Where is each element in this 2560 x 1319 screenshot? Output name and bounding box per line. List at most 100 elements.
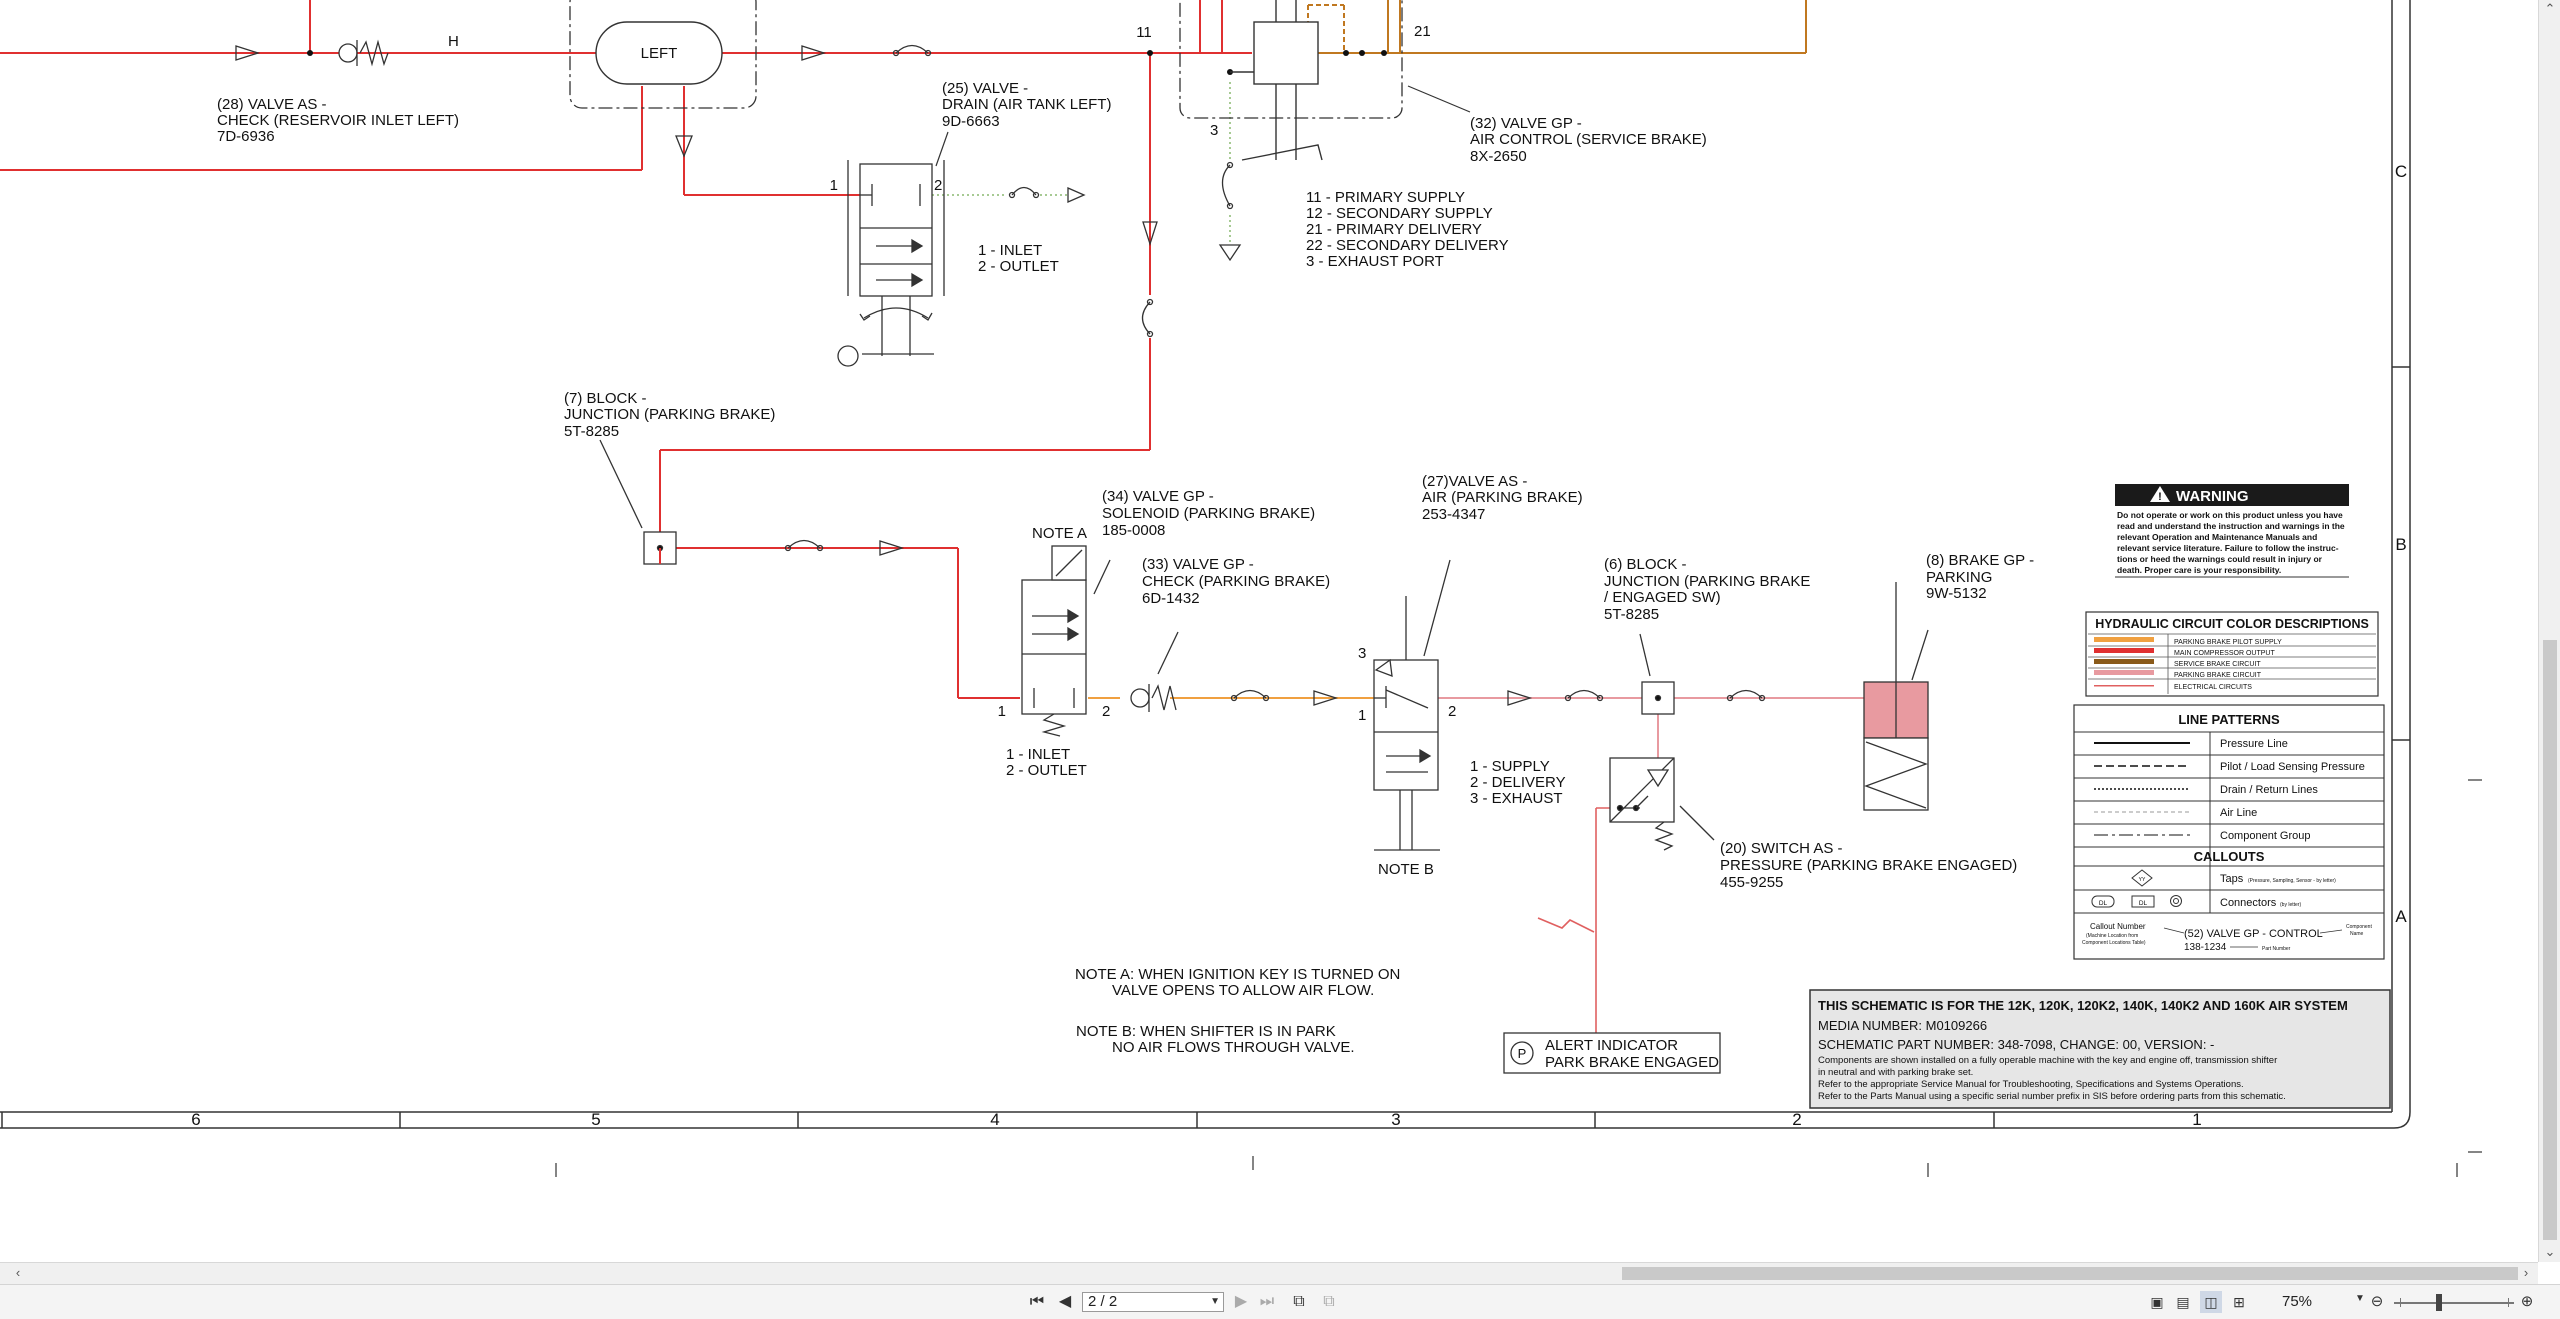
vertical-scroll-thumb[interactable]	[2543, 640, 2557, 1240]
insert-pages-icon[interactable]: ⧉	[1323, 1293, 1335, 1310]
label-valve-27-b: AIR (PARKING BRAKE)	[1422, 489, 1583, 506]
zoom-dropdown-icon[interactable]: ▼	[2355, 1293, 2365, 1304]
solenoid-port-2: 2	[1102, 703, 1110, 720]
quick-couplers	[784, 44, 1766, 702]
horizontal-scrollbar[interactable]: ‹ ›	[0, 1262, 2538, 1284]
continuous-view-icon[interactable]: ▤	[2176, 1294, 2190, 1310]
last-page-icon[interactable]: ⏭	[1259, 1293, 1275, 1310]
taps-note: (Pressure, Sampling, Sensor - by letter)	[2248, 878, 2336, 884]
zone-3: 3	[1391, 1110, 1400, 1129]
scroll-up-icon[interactable]: ⌃	[2544, 1, 2556, 16]
page-number-value: 2 / 2	[1088, 1293, 1118, 1310]
label-valve-28-a: (28) VALVE AS -	[217, 96, 327, 113]
page-dropdown-icon[interactable]: ▼	[1210, 1296, 1220, 1307]
color-label-1: MAIN COMPRESSOR OUTPUT	[2174, 650, 2275, 657]
label-valve-25-b: DRAIN (AIR TANK LEFT)	[942, 96, 1111, 113]
next-page-icon[interactable]: ▶	[1234, 1293, 1248, 1310]
label-block-7-b: JUNCTION (PARKING BRAKE)	[564, 406, 775, 423]
zone-1: 1	[2192, 1110, 2201, 1129]
scroll-right-icon[interactable]: ›	[2523, 1265, 2529, 1280]
row-c: C	[2395, 162, 2407, 181]
two-page-view-icon[interactable]: ◫	[2200, 1291, 2222, 1313]
row-a: A	[2395, 907, 2407, 926]
label-valve-32-a: (32) VALVE GP -	[1470, 115, 1582, 132]
air-valve-27	[1373, 559, 1451, 851]
warning-line-1: Do not operate or work on this product u…	[2117, 510, 2343, 520]
callouts-title: CALLOUTS	[2194, 849, 2265, 864]
color-swatch-pilot	[2094, 637, 2154, 642]
info-line-3: Refer to the appropriate Service Manual …	[1818, 1079, 2244, 1090]
single-page-view-icon[interactable]: ▣	[2150, 1294, 2164, 1310]
scroll-down-icon[interactable]: ⌄	[2544, 1244, 2556, 1259]
horizontal-scroll-thumb[interactable]	[1622, 1267, 2518, 1280]
info-media: MEDIA NUMBER: M0109266	[1818, 1018, 1987, 1033]
air-valve-port-3: 3	[1358, 645, 1366, 662]
vertical-scrollbar[interactable]: ⌃ ⌄	[2538, 0, 2560, 1262]
callout-sub-2: Component Locations Table)	[2082, 940, 2146, 946]
zoom-slider[interactable]	[2394, 1302, 2514, 1304]
label-brake-8-a: (8) BRAKE GP -	[1926, 552, 2034, 569]
color-label-3: PARKING BRAKE CIRCUIT	[2174, 672, 2262, 679]
note-b-line-2: NO AIR FLOWS THROUGH VALVE.	[1112, 1039, 1355, 1056]
scroll-left-icon[interactable]: ‹	[15, 1265, 21, 1280]
zoom-level[interactable]: 75%	[2282, 1293, 2313, 1310]
color-swatch-park	[2094, 670, 2154, 675]
pattern-drain: Drain / Return Lines	[2220, 784, 2318, 796]
compressor-lines	[0, 0, 1252, 699]
check-valve-28	[338, 39, 389, 67]
junction-block-7	[599, 439, 677, 565]
color-legend-title: HYDRAULIC CIRCUIT COLOR DESCRIPTIONS	[2095, 617, 2369, 631]
label-valve-34-a: (34) VALVE GP -	[1102, 488, 1214, 505]
schematic-page: 6 5 4 3 2 1 C B A	[0, 0, 2482, 1177]
zoom-in-icon[interactable]: ⊕	[2520, 1293, 2534, 1310]
info-line-4: Refer to the Parts Manual using a specif…	[1818, 1091, 2286, 1102]
label-valve-32-c: 8X-2650	[1470, 148, 1527, 165]
label-valve-27-c: 253-4347	[1422, 506, 1485, 523]
solenoid-port-1: 1	[998, 703, 1006, 720]
air-valve-port-desc-2: 2 - DELIVERY	[1470, 774, 1566, 791]
port-3-control: 3	[1210, 122, 1218, 139]
label-valve-34-b: SOLENOID (PARKING BRAKE)	[1102, 505, 1315, 522]
part-number-label: Part Number	[2262, 946, 2291, 952]
port-h-label: H	[448, 33, 459, 50]
warning-line-4: relevant service literature. Failure to …	[2117, 543, 2339, 553]
alert-indicator: P ALERT INDICATOR PARK BRAKE ENGAGED	[1503, 1032, 1721, 1074]
solenoid-valve-34	[1021, 545, 1111, 737]
component-labels: (28) VALVE AS - CHECK (RESERVOIR INLET L…	[217, 80, 2034, 1056]
connector-dl-1: DL	[2099, 900, 2108, 907]
color-label-4: ELECTRICAL CIRCUITS	[2174, 684, 2252, 691]
zone-2: 2	[1792, 1110, 1801, 1129]
extract-pages-icon[interactable]: ⧉	[1293, 1293, 1305, 1310]
note-a-tag: NOTE A	[1032, 525, 1087, 542]
label-brake-8-b: PARKING	[1926, 569, 1992, 586]
control-port-desc-1: 11 - PRIMARY SUPPLY	[1306, 189, 1465, 206]
first-page-icon[interactable]: ⏮	[1029, 1293, 1045, 1310]
two-page-scroll-icon[interactable]: ⊞	[2233, 1294, 2245, 1310]
zone-labels: 6 5 4 3 2 1 C B A	[191, 162, 2407, 1129]
page-number-field[interactable]: 2 / 2 ▼	[1082, 1292, 1224, 1312]
control-port-desc-2: 12 - SECONDARY SUPPLY	[1306, 205, 1493, 222]
label-switch-20-c: 455-9255	[1720, 874, 1783, 891]
label-block-6-c: / ENGAGED SW)	[1604, 589, 1721, 606]
schematic-info-block: THIS SCHEMATIC IS FOR THE 12K, 120K, 120…	[1809, 989, 2391, 1109]
label-valve-34-c: 185-0008	[1102, 522, 1165, 539]
flow-arrows	[235, 45, 1533, 706]
control-port-desc-4: 22 - SECONDARY DELIVERY	[1306, 237, 1509, 254]
control-port-desc-5: 3 - EXHAUST PORT	[1306, 253, 1444, 270]
color-swatch-compressor	[2094, 648, 2154, 653]
previous-page-icon[interactable]: ◀	[1058, 1293, 1072, 1310]
color-legend: HYDRAULIC CIRCUIT COLOR DESCRIPTIONS PAR…	[2085, 611, 2379, 697]
zoom-tick	[2508, 1298, 2509, 1307]
warning-line-5: tions or heed the warnings could result …	[2117, 554, 2323, 564]
zoom-slider-handle[interactable]	[2436, 1294, 2442, 1311]
callout-sub-1: (Machine Location from	[2086, 933, 2138, 939]
port-11: 11	[1136, 24, 1152, 41]
label-valve-33-a: (33) VALVE GP -	[1142, 556, 1254, 573]
callout-number-label: Callout Number	[2090, 922, 2146, 931]
color-swatch-electrical	[2094, 685, 2154, 687]
zoom-out-icon[interactable]: ⊖	[2370, 1293, 2384, 1310]
solenoid-port-desc-2: 2 - OUTLET	[1006, 762, 1087, 779]
callout-example-name: (52) VALVE GP - CONTROL	[2184, 928, 2323, 940]
note-b-tag: NOTE B	[1378, 861, 1434, 878]
